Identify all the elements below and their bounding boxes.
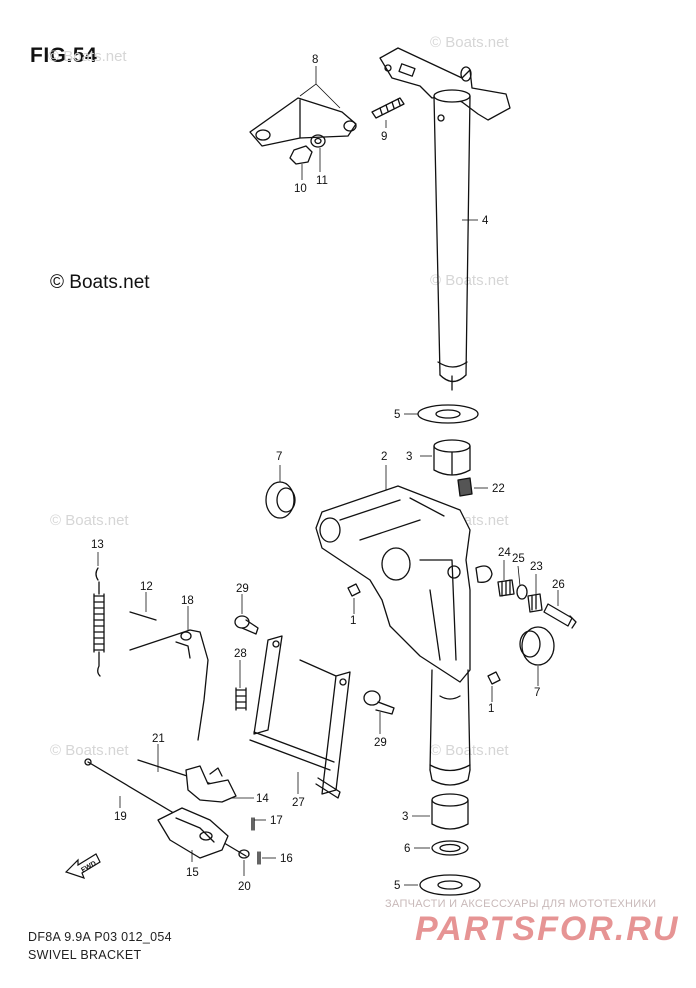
callout-number: 15 bbox=[186, 867, 199, 879]
copyright-text: © Boats.net bbox=[50, 272, 150, 293]
callout-number: 21 bbox=[152, 733, 165, 745]
callout-number: 28 bbox=[234, 648, 247, 660]
callout-number: 3 bbox=[402, 811, 408, 823]
washer-part bbox=[310, 134, 326, 148]
tilt-lever-part bbox=[249, 635, 351, 799]
callout-number: 6 bbox=[404, 843, 410, 855]
steering-shaft-part bbox=[433, 89, 471, 391]
link-rod-part bbox=[129, 629, 209, 741]
forward-arrow-icon: FWD bbox=[64, 853, 101, 879]
steering-plate-part bbox=[249, 97, 357, 147]
callout-number: 11 bbox=[316, 175, 328, 187]
callout-number: 24 bbox=[498, 547, 511, 559]
callout-number: 29 bbox=[374, 737, 387, 749]
swivel-bracket-part bbox=[315, 485, 471, 683]
callout-number: 7 bbox=[276, 451, 282, 463]
pin-part bbox=[129, 611, 157, 621]
callout-number: 26 bbox=[552, 579, 565, 591]
washer-part bbox=[419, 874, 481, 896]
cap-part bbox=[475, 565, 493, 583]
watermark: © Boats.net bbox=[48, 48, 127, 65]
watermark: © Boats.net bbox=[50, 512, 129, 529]
bushing-part bbox=[265, 481, 296, 519]
callout-number: 13 bbox=[91, 539, 104, 551]
callout-number: 22 bbox=[492, 483, 505, 495]
washer-part bbox=[238, 849, 250, 859]
brand-logo: PARTSFOR.RU bbox=[415, 910, 680, 948]
cotter-pin-part bbox=[251, 817, 255, 831]
watermark: © Boats.net bbox=[50, 742, 129, 759]
callout-number: 29 bbox=[236, 583, 249, 595]
lower-shaft-part bbox=[429, 669, 471, 786]
pad-part bbox=[457, 477, 473, 497]
washer-part bbox=[417, 404, 479, 424]
footer-code: DF8A 9.9A P03 012_054 bbox=[28, 930, 172, 944]
callout-number: 10 bbox=[294, 183, 307, 195]
callout-number: 5 bbox=[394, 880, 400, 892]
callout-number: 8 bbox=[312, 54, 318, 66]
nut-part bbox=[527, 593, 543, 613]
callout-number: 14 bbox=[256, 793, 269, 805]
callout-number: 20 bbox=[238, 881, 251, 893]
callout-number: 23 bbox=[530, 561, 543, 573]
callout-number: 27 bbox=[292, 797, 305, 809]
nut-part bbox=[289, 145, 313, 165]
spring-part bbox=[93, 567, 105, 677]
callout-number: 5 bbox=[394, 409, 400, 421]
callout-number: 16 bbox=[280, 853, 293, 865]
pin-part bbox=[234, 615, 259, 635]
steering-arm-part bbox=[379, 47, 511, 121]
callout-number: 4 bbox=[482, 215, 489, 227]
spring-part bbox=[235, 687, 247, 711]
callout-number: 1 bbox=[488, 703, 494, 715]
callout-number: 2 bbox=[381, 451, 387, 463]
callout-number: 3 bbox=[406, 451, 412, 463]
footer-name: SWIVEL BRACKET bbox=[28, 948, 142, 962]
bolt-part bbox=[543, 603, 577, 629]
figure-title: FIG.54 bbox=[30, 44, 98, 67]
bolt-part bbox=[371, 97, 405, 119]
washer-part bbox=[516, 584, 528, 600]
spring-part bbox=[497, 579, 515, 597]
callout-number: 18 bbox=[181, 595, 194, 607]
callout-number: 17 bbox=[270, 815, 283, 827]
callout-number: 9 bbox=[381, 131, 387, 143]
callout-number: 1 bbox=[350, 615, 356, 627]
callout-number: 19 bbox=[114, 811, 127, 823]
bushing-part bbox=[431, 793, 469, 830]
callout-number: 7 bbox=[534, 687, 540, 699]
ring-part bbox=[431, 840, 469, 856]
tilt-lock-part bbox=[157, 765, 237, 859]
callout-number: 25 bbox=[512, 553, 525, 565]
brand-tagline: ЗАПЧАСТИ И АКСЕССУАРЫ ДЛЯ МОТОТЕХНИКИ bbox=[385, 898, 657, 910]
watermark: © Boats.net bbox=[430, 34, 509, 51]
bushing-part bbox=[433, 439, 471, 476]
bushing-part bbox=[519, 626, 555, 666]
pin-part bbox=[363, 690, 395, 715]
cotter-pin-part bbox=[257, 851, 261, 865]
watermark: © Boats.net bbox=[430, 272, 509, 289]
grease-fitting-part bbox=[347, 583, 501, 685]
callout-number: 12 bbox=[140, 581, 153, 593]
